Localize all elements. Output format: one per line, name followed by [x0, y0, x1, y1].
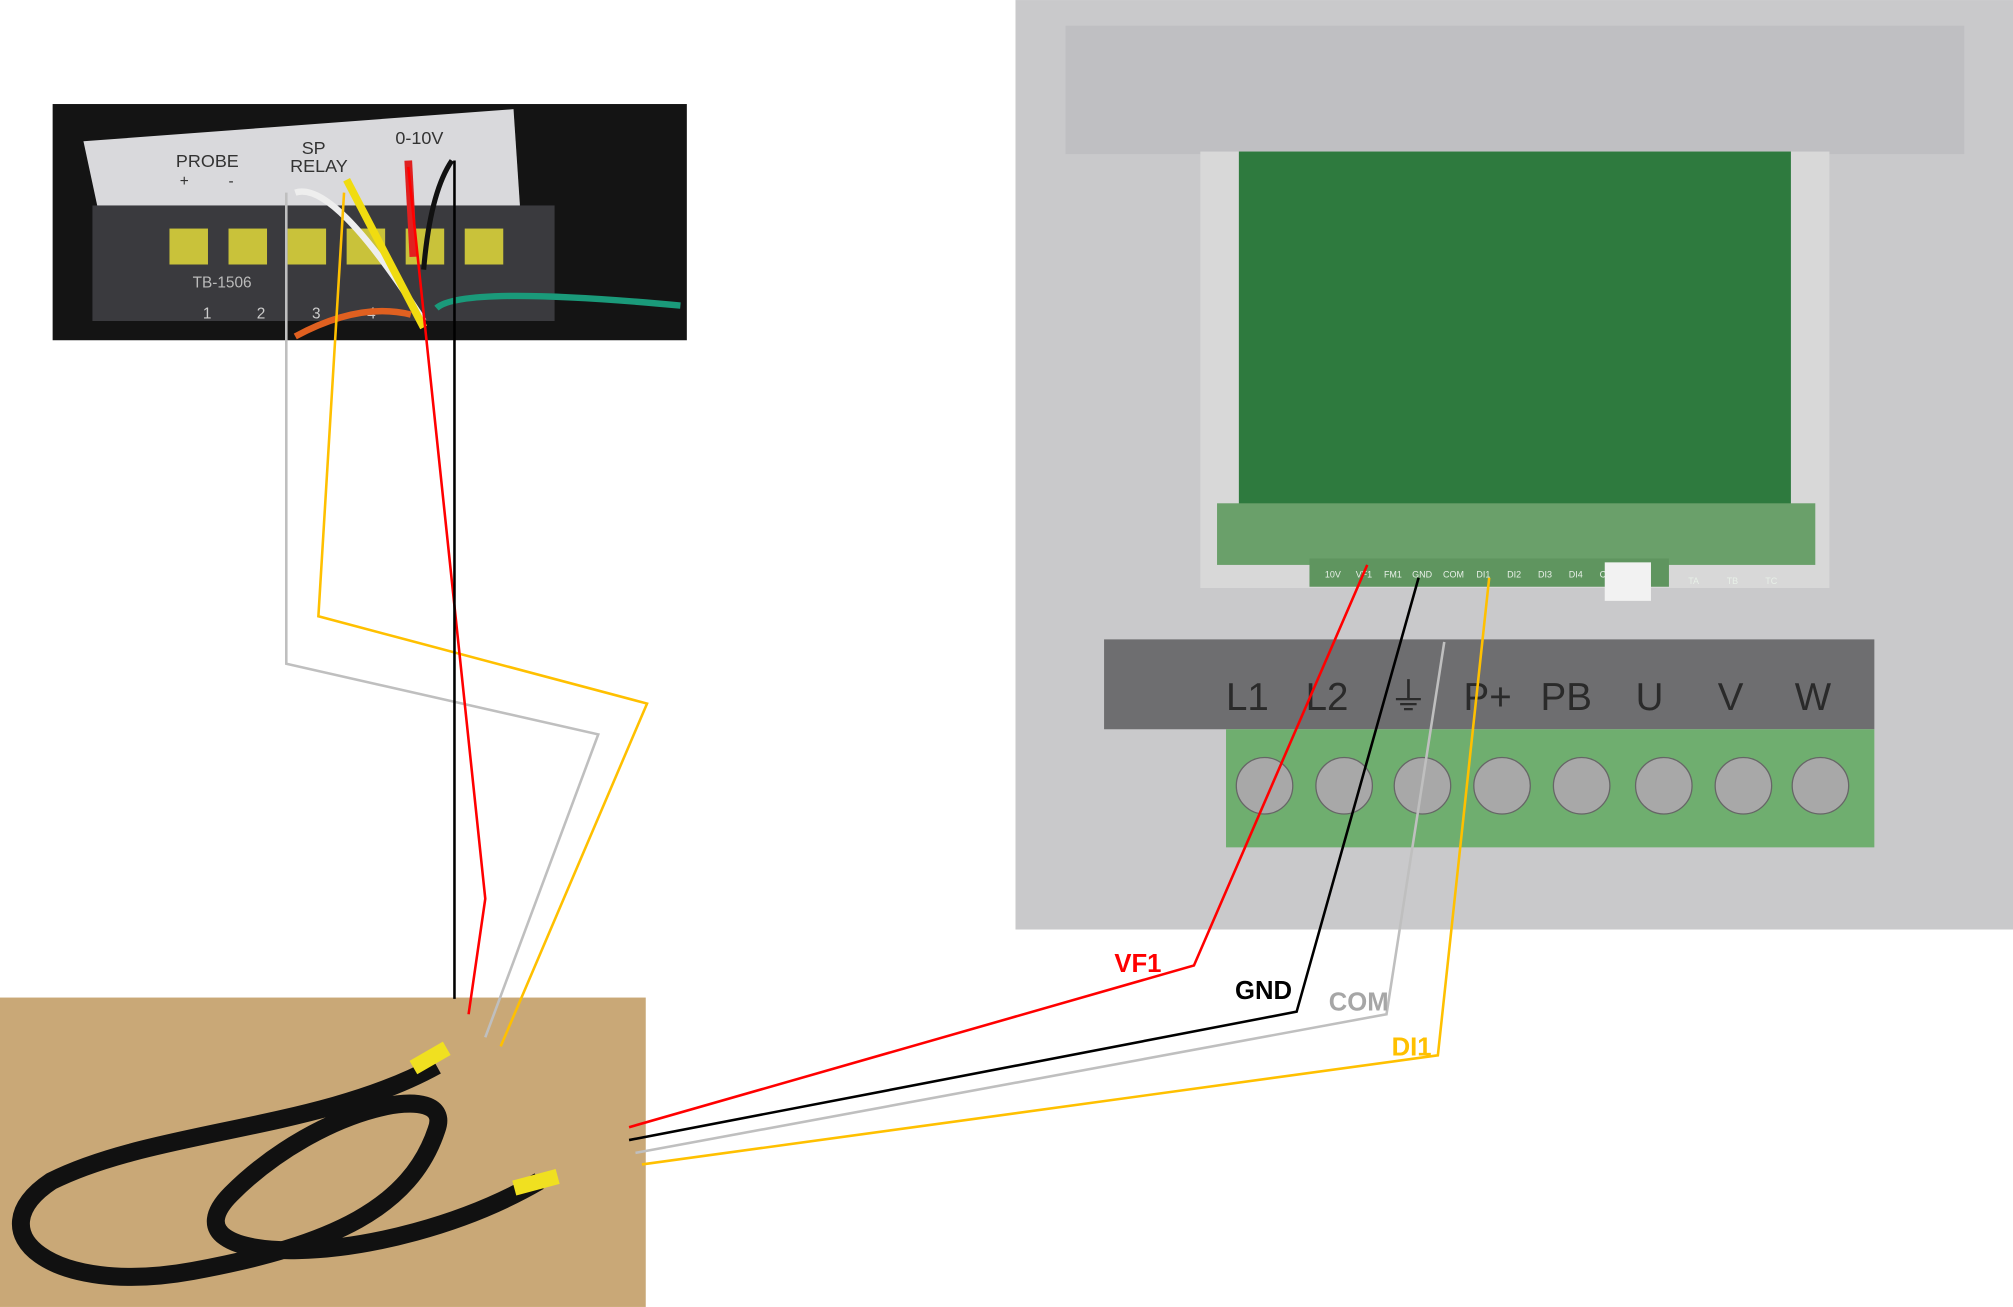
label-com: COM: [1329, 988, 1389, 1016]
sp-label: SP: [302, 138, 326, 158]
terminal-label-di1: DI1: [1476, 570, 1490, 580]
power-label-pb: PB: [1541, 676, 1592, 719]
label-vf1: VF1: [1114, 950, 1161, 978]
terminal-label-c: C: [1600, 570, 1607, 580]
wire-com: [635, 641, 1446, 1155]
terminal-label-fm1: FM1: [1384, 570, 1402, 580]
terminal-label-di2: DI2: [1507, 570, 1521, 580]
terminal-label-ta: TA: [1688, 576, 1699, 586]
relay-label: RELAY: [290, 156, 348, 176]
wire-gnd: [628, 577, 1420, 1142]
power-label-p-plus: P+: [1464, 676, 1512, 719]
power-label-v: V: [1718, 676, 1744, 719]
wire-red-top: [406, 166, 487, 1015]
probe-plus-label: +: [180, 173, 189, 190]
voltage-label: 0-10V: [395, 128, 443, 148]
terminal-label-com: COM: [1443, 570, 1464, 580]
wire-gray-top: [285, 192, 600, 1038]
cable-photo: [0, 997, 646, 1307]
terminal-label-di3: DI3: [1538, 570, 1552, 580]
terminal-block-label: TB-1506: [193, 275, 252, 292]
power-label-w: W: [1795, 676, 1832, 719]
controller-terminal-photo: PROBE + - SP RELAY 0-10V TB-1506 1 2 3 4: [52, 104, 687, 341]
terminal-label-10v: 10V: [1325, 570, 1341, 580]
power-label-ground: ⏚: [1389, 676, 1428, 719]
inverter-photo: 10V VF1 FM1 GND COM DI1 DI2 DI3 DI4 C TA…: [1015, 0, 2013, 930]
terminal-label-tb: TB: [1727, 576, 1738, 586]
terminal-number: 2: [257, 305, 266, 322]
power-label-l1: L1: [1226, 676, 1269, 719]
label-gnd: GND: [1235, 977, 1292, 1005]
wire-vf1: [628, 564, 1369, 1129]
power-label-u: U: [1636, 676, 1664, 719]
terminal-label-gnd: GND: [1412, 570, 1432, 580]
probe-minus-label: -: [229, 173, 234, 190]
terminal-label-di4: DI4: [1569, 570, 1583, 580]
label-di1: DI1: [1392, 1033, 1432, 1061]
wire-di1: [641, 577, 1491, 1166]
wire-yellow-top: [317, 192, 649, 1047]
terminal-number: 1: [203, 305, 212, 322]
terminal-number: 3: [312, 305, 321, 322]
power-label-l2: L2: [1306, 676, 1349, 719]
terminal-label-tc: TC: [1765, 576, 1777, 586]
probe-label: PROBE: [176, 151, 239, 171]
